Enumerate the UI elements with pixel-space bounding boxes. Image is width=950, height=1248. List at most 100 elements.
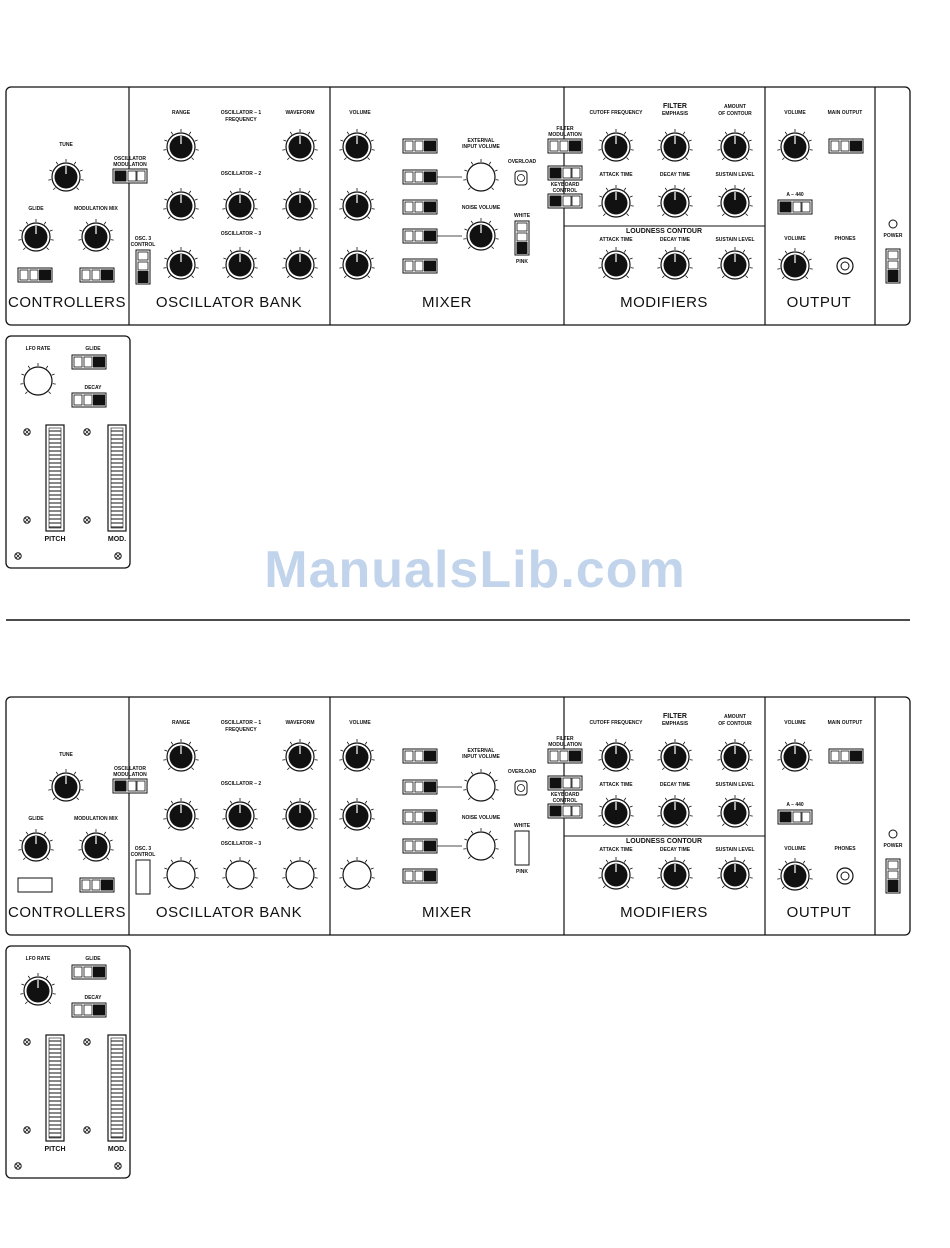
- main-output-switch[interactable]: [828, 138, 864, 154]
- screw-icon: [23, 1126, 31, 1134]
- loud-decay-label: DECAY TIME: [660, 847, 691, 853]
- osc-mod-switch[interactable]: [112, 168, 148, 184]
- phones-label: PHONES: [834, 846, 856, 852]
- noise-color-switch[interactable]: [514, 220, 530, 256]
- filter-attack-label: ATTACK TIME: [599, 172, 633, 178]
- osc3-control-switch[interactable]: [135, 249, 151, 285]
- wheel-decay-label: DECAY: [84, 995, 102, 1001]
- a440-switch[interactable]: [777, 199, 813, 215]
- filter-mod-switch[interactable]: [547, 138, 583, 154]
- osc-mod-label-2: MODULATION: [113, 772, 147, 778]
- osc3-filter-switch[interactable]: [17, 267, 53, 283]
- screw-icon: [14, 1162, 22, 1170]
- wheel-decay-label: DECAY: [84, 385, 102, 391]
- glide-label: GLIDE: [28, 816, 44, 822]
- power-switch[interactable]: [885, 858, 901, 894]
- loud-decay-label: DECAY TIME: [660, 237, 691, 243]
- ext-input-label-2: INPUT VOLUME: [462, 754, 500, 760]
- section-oscillator-bank: OSCILLATOR BANK: [156, 294, 302, 311]
- noise-lfo-switch[interactable]: [79, 267, 115, 283]
- screw-icon: [23, 516, 31, 524]
- pitch-wheel[interactable]: [45, 424, 65, 532]
- mixer-osc3-switch[interactable]: [402, 258, 438, 274]
- frequency-label: FREQUENCY: [225, 727, 257, 733]
- wheel-decay-switch[interactable]: [71, 392, 107, 408]
- emphasis-label: EMPHASIS: [662, 721, 689, 727]
- filter-label: FILTER: [663, 713, 687, 720]
- loud-sustain-label: SUSTAIN LEVEL: [715, 237, 754, 243]
- pitch-label: PITCH: [45, 1146, 66, 1153]
- mixer-noise-switch[interactable]: [402, 228, 438, 244]
- osc3-control-label-2: CONTROL: [131, 852, 156, 858]
- noise-volume-label: NOISE VOLUME: [462, 815, 501, 821]
- watermark: ManualsLib.com: [264, 541, 686, 599]
- osc-mod-switch[interactable]: [112, 778, 148, 794]
- power-lamp: [888, 829, 898, 839]
- keyboard-control-1-switch[interactable]: [547, 775, 583, 791]
- lfo-rate-label: LFO RATE: [26, 956, 51, 962]
- tune-label: TUNE: [59, 142, 73, 148]
- noise-lfo-switch[interactable]: [79, 877, 115, 893]
- noise-color-switch[interactable]: [514, 830, 530, 866]
- filter-mod-label-2: MODULATION: [548, 742, 582, 748]
- filter-sustain-label: SUSTAIN LEVEL: [715, 172, 754, 178]
- section-output: OUTPUT: [787, 294, 852, 311]
- mod-wheel[interactable]: [107, 424, 127, 532]
- osc3-control-label-2: CONTROL: [131, 242, 156, 248]
- pink-label: PINK: [516, 259, 528, 265]
- mixer-osc1-switch[interactable]: [402, 138, 438, 154]
- amount-label-2: OF CONTOUR: [718, 111, 752, 117]
- osc-mod-label-2: MODULATION: [113, 162, 147, 168]
- screw-icon: [114, 1162, 122, 1170]
- mixer-osc2-switch[interactable]: [402, 199, 438, 215]
- main-output-switch[interactable]: [828, 748, 864, 764]
- mod-label: MOD.: [108, 1146, 126, 1153]
- phones-volume-label: VOLUME: [784, 236, 806, 242]
- lfo-rate-label: LFO RATE: [26, 346, 51, 352]
- cutoff-label: CUTOFF FREQUENCY: [590, 110, 644, 116]
- a440-switch[interactable]: [777, 809, 813, 825]
- wheel-decay-switch[interactable]: [71, 1002, 107, 1018]
- cutoff-label: CUTOFF FREQUENCY: [590, 720, 644, 726]
- mixer-osc1-switch[interactable]: [402, 748, 438, 764]
- section-mixer: MIXER: [422, 294, 472, 311]
- front-panel-top: CONTROLLERS OSCILLATOR BANK MIXER MODIFI…: [5, 86, 911, 326]
- wheel-glide-switch[interactable]: [71, 964, 107, 980]
- mixer-osc2-switch[interactable]: [402, 809, 438, 825]
- keyboard-control-2-switch[interactable]: [547, 803, 583, 819]
- keyboard-control-1-switch[interactable]: [547, 165, 583, 181]
- pitch-wheel[interactable]: [45, 1034, 65, 1142]
- front-panel-bottom: CONTROLLERS OSCILLATOR BANK MIXER MODIFI…: [5, 696, 911, 936]
- mixer-osc3-switch[interactable]: [402, 868, 438, 884]
- osc3-control-switch[interactable]: [135, 859, 151, 895]
- mixer-volume-label: VOLUME: [349, 110, 371, 116]
- mod-mix-label: MODULATION MIX: [74, 206, 118, 212]
- osc3-control-label-1: OSC. 3: [135, 846, 152, 852]
- mod-wheel[interactable]: [107, 1034, 127, 1142]
- mixer-noise-switch[interactable]: [402, 838, 438, 854]
- main-output-label: MAIN OUTPUT: [828, 720, 863, 726]
- screw-icon: [23, 428, 31, 436]
- keyboard-control-2-switch[interactable]: [547, 193, 583, 209]
- section-mixer: MIXER: [422, 904, 472, 921]
- mixer-ext-switch[interactable]: [402, 779, 438, 795]
- osc-mod-label-1: OSCILLATOR: [114, 766, 146, 772]
- screw-icon: [83, 516, 91, 524]
- filter-mod-label-1: FILTER: [556, 126, 574, 132]
- power-switch[interactable]: [885, 248, 901, 284]
- a440-label: A – 440: [786, 192, 804, 198]
- mixer-ext-switch[interactable]: [402, 169, 438, 185]
- keyboard-label-2: CONTROL: [553, 798, 578, 804]
- section-modifiers: MODIFIERS: [620, 904, 708, 921]
- power-label: POWER: [884, 233, 903, 239]
- white-label: WHITE: [514, 213, 531, 219]
- amount-label-1: AMOUNT: [724, 104, 746, 110]
- screw-icon: [83, 1126, 91, 1134]
- overload-label: OVERLOAD: [508, 159, 537, 165]
- keyboard-label-1: KEYBOARD: [551, 182, 580, 188]
- amount-label-2: OF CONTOUR: [718, 721, 752, 727]
- wheel-glide-switch[interactable]: [71, 354, 107, 370]
- section-controllers: CONTROLLERS: [8, 904, 126, 921]
- osc3-filter-switch[interactable]: [17, 877, 53, 893]
- filter-mod-switch[interactable]: [547, 748, 583, 764]
